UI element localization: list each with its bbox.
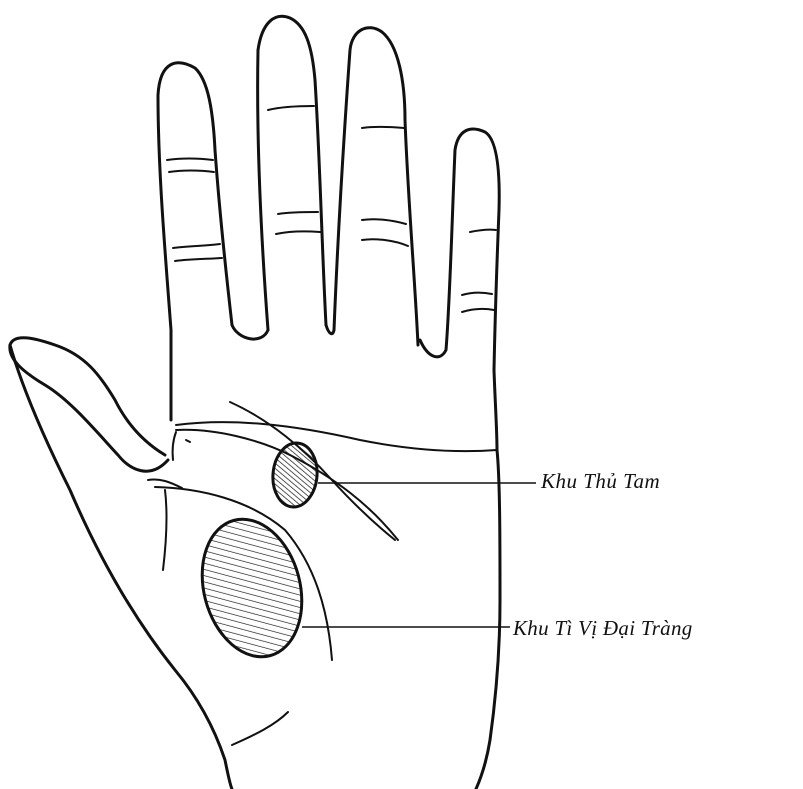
heart-line — [176, 422, 497, 451]
finger-creases — [167, 106, 496, 312]
zone-digestive-ellipse — [188, 508, 317, 668]
ring-crease-3 — [362, 239, 408, 246]
little-crease-2 — [462, 293, 492, 295]
thumb-crease-3 — [173, 432, 176, 460]
finger-base-1 — [232, 325, 268, 339]
zone-digestive-label: Khu Tì Vị Đại Tràng — [513, 618, 693, 639]
little-crease-3 — [462, 309, 494, 312]
wrist-crease — [232, 712, 288, 745]
little-crease-1 — [470, 230, 496, 232]
index-crease-3 — [173, 244, 220, 248]
middle-crease-1 — [268, 106, 314, 110]
ring-crease-1 — [362, 127, 404, 128]
hand-outline — [10, 16, 500, 789]
zone-heart-ellipse — [270, 441, 319, 509]
reflex-zones — [188, 441, 320, 668]
index-crease-1 — [167, 159, 213, 161]
index-crease-4 — [175, 258, 222, 261]
index-crease-2 — [169, 171, 214, 173]
middle-crease-3 — [276, 231, 320, 234]
palm-lines — [148, 402, 497, 660]
palm-right-edge — [476, 370, 500, 789]
thumb-crease-4 — [186, 440, 190, 442]
index-finger — [158, 63, 232, 420]
little-finger — [420, 129, 499, 370]
middle-crease-2 — [278, 212, 318, 214]
ring-finger — [334, 28, 418, 345]
zone-heart-label: Khu Thủ Tam — [541, 471, 660, 492]
ring-crease-2 — [362, 219, 406, 224]
thumb — [10, 338, 168, 471]
middle-finger — [258, 16, 326, 330]
thumb-crease-1 — [163, 490, 166, 570]
